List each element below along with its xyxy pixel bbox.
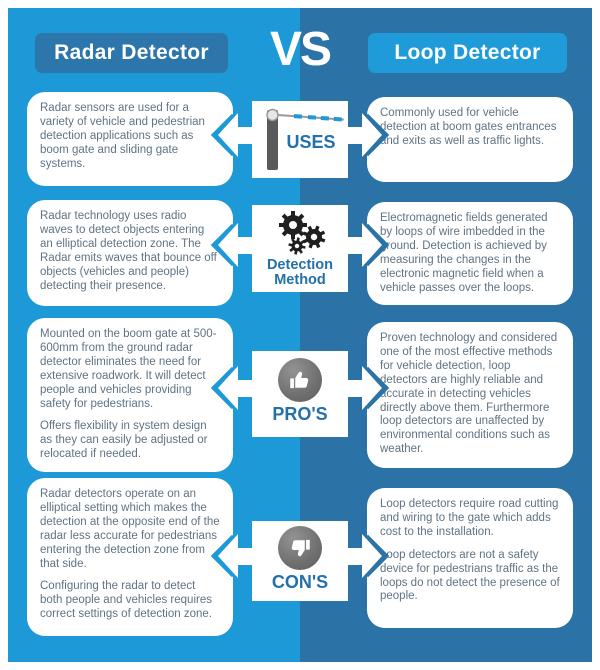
thumbs-down-icon <box>278 526 322 570</box>
loop-uses-card: Commonly used for vehicle detection at b… <box>367 97 573 182</box>
loop-cons-card: Loop detectors require road cutting and … <box>367 488 573 628</box>
left-arrow-icon <box>218 223 252 267</box>
vs-label: VS <box>269 23 332 76</box>
gears-icon <box>279 211 326 255</box>
left-arrow-icon <box>218 534 252 578</box>
right-arrow-icon <box>348 534 382 578</box>
thumbs-up-icon <box>278 358 322 402</box>
radar-cons-card: Radar detectors operate on an elliptical… <box>27 478 233 636</box>
radar-pros-card: Mounted on the boom gate at 500-600mm fr… <box>27 318 233 473</box>
loop-pros-card: Proven technology and considered one of … <box>367 322 573 468</box>
detection-method-center-box: Detection Method <box>252 205 348 292</box>
card-paragraph: Loop detectors are not a safety device f… <box>380 548 560 603</box>
detection-method-label: Detection Method <box>266 257 334 289</box>
radar-uses-card: Radar sensors are used for a variety of … <box>27 92 233 186</box>
radar-detector-title: Radar Detector <box>35 33 228 73</box>
card-paragraph: Commonly used for vehicle detection at b… <box>380 107 557 147</box>
card-paragraph: Radar sensors are used for a variety of … <box>40 102 205 170</box>
loop-detector-title: Loop Detector <box>368 33 567 73</box>
uses-center-box: USES <box>252 101 348 178</box>
card-paragraph: Radar technology uses radio waves to det… <box>40 210 217 292</box>
right-arrow-icon <box>348 366 382 410</box>
boom-gate-icon <box>266 108 344 170</box>
pros-label: PRO'S <box>272 404 328 424</box>
right-arrow-icon <box>348 113 382 157</box>
card-paragraph: Offers flexibility in system design as t… <box>40 420 208 461</box>
right-arrow-icon <box>348 223 382 267</box>
left-arrow-icon <box>218 366 252 410</box>
card-paragraph: Electromagnetic fields generated by loop… <box>380 212 548 294</box>
cons-label: CON'S <box>271 572 329 592</box>
card-paragraph: Mounted on the boom gate at 500-600mm fr… <box>40 328 217 410</box>
radar-method-card: Radar technology uses radio waves to det… <box>27 200 233 306</box>
pros-center-box: PRO'S <box>252 351 348 437</box>
loop-method-card: Electromagnetic fields generated by loop… <box>367 202 573 306</box>
left-arrow-icon <box>218 113 252 157</box>
card-paragraph: Proven technology and considered one of … <box>380 332 558 456</box>
cons-center-box: CON'S <box>252 521 348 601</box>
card-paragraph: Loop detectors require road cutting and … <box>380 498 559 538</box>
card-paragraph: Radar detectors operate on an elliptical… <box>40 488 220 570</box>
card-paragraph: Configuring the radar to detect both peo… <box>40 580 212 621</box>
uses-label: USES <box>286 132 336 152</box>
